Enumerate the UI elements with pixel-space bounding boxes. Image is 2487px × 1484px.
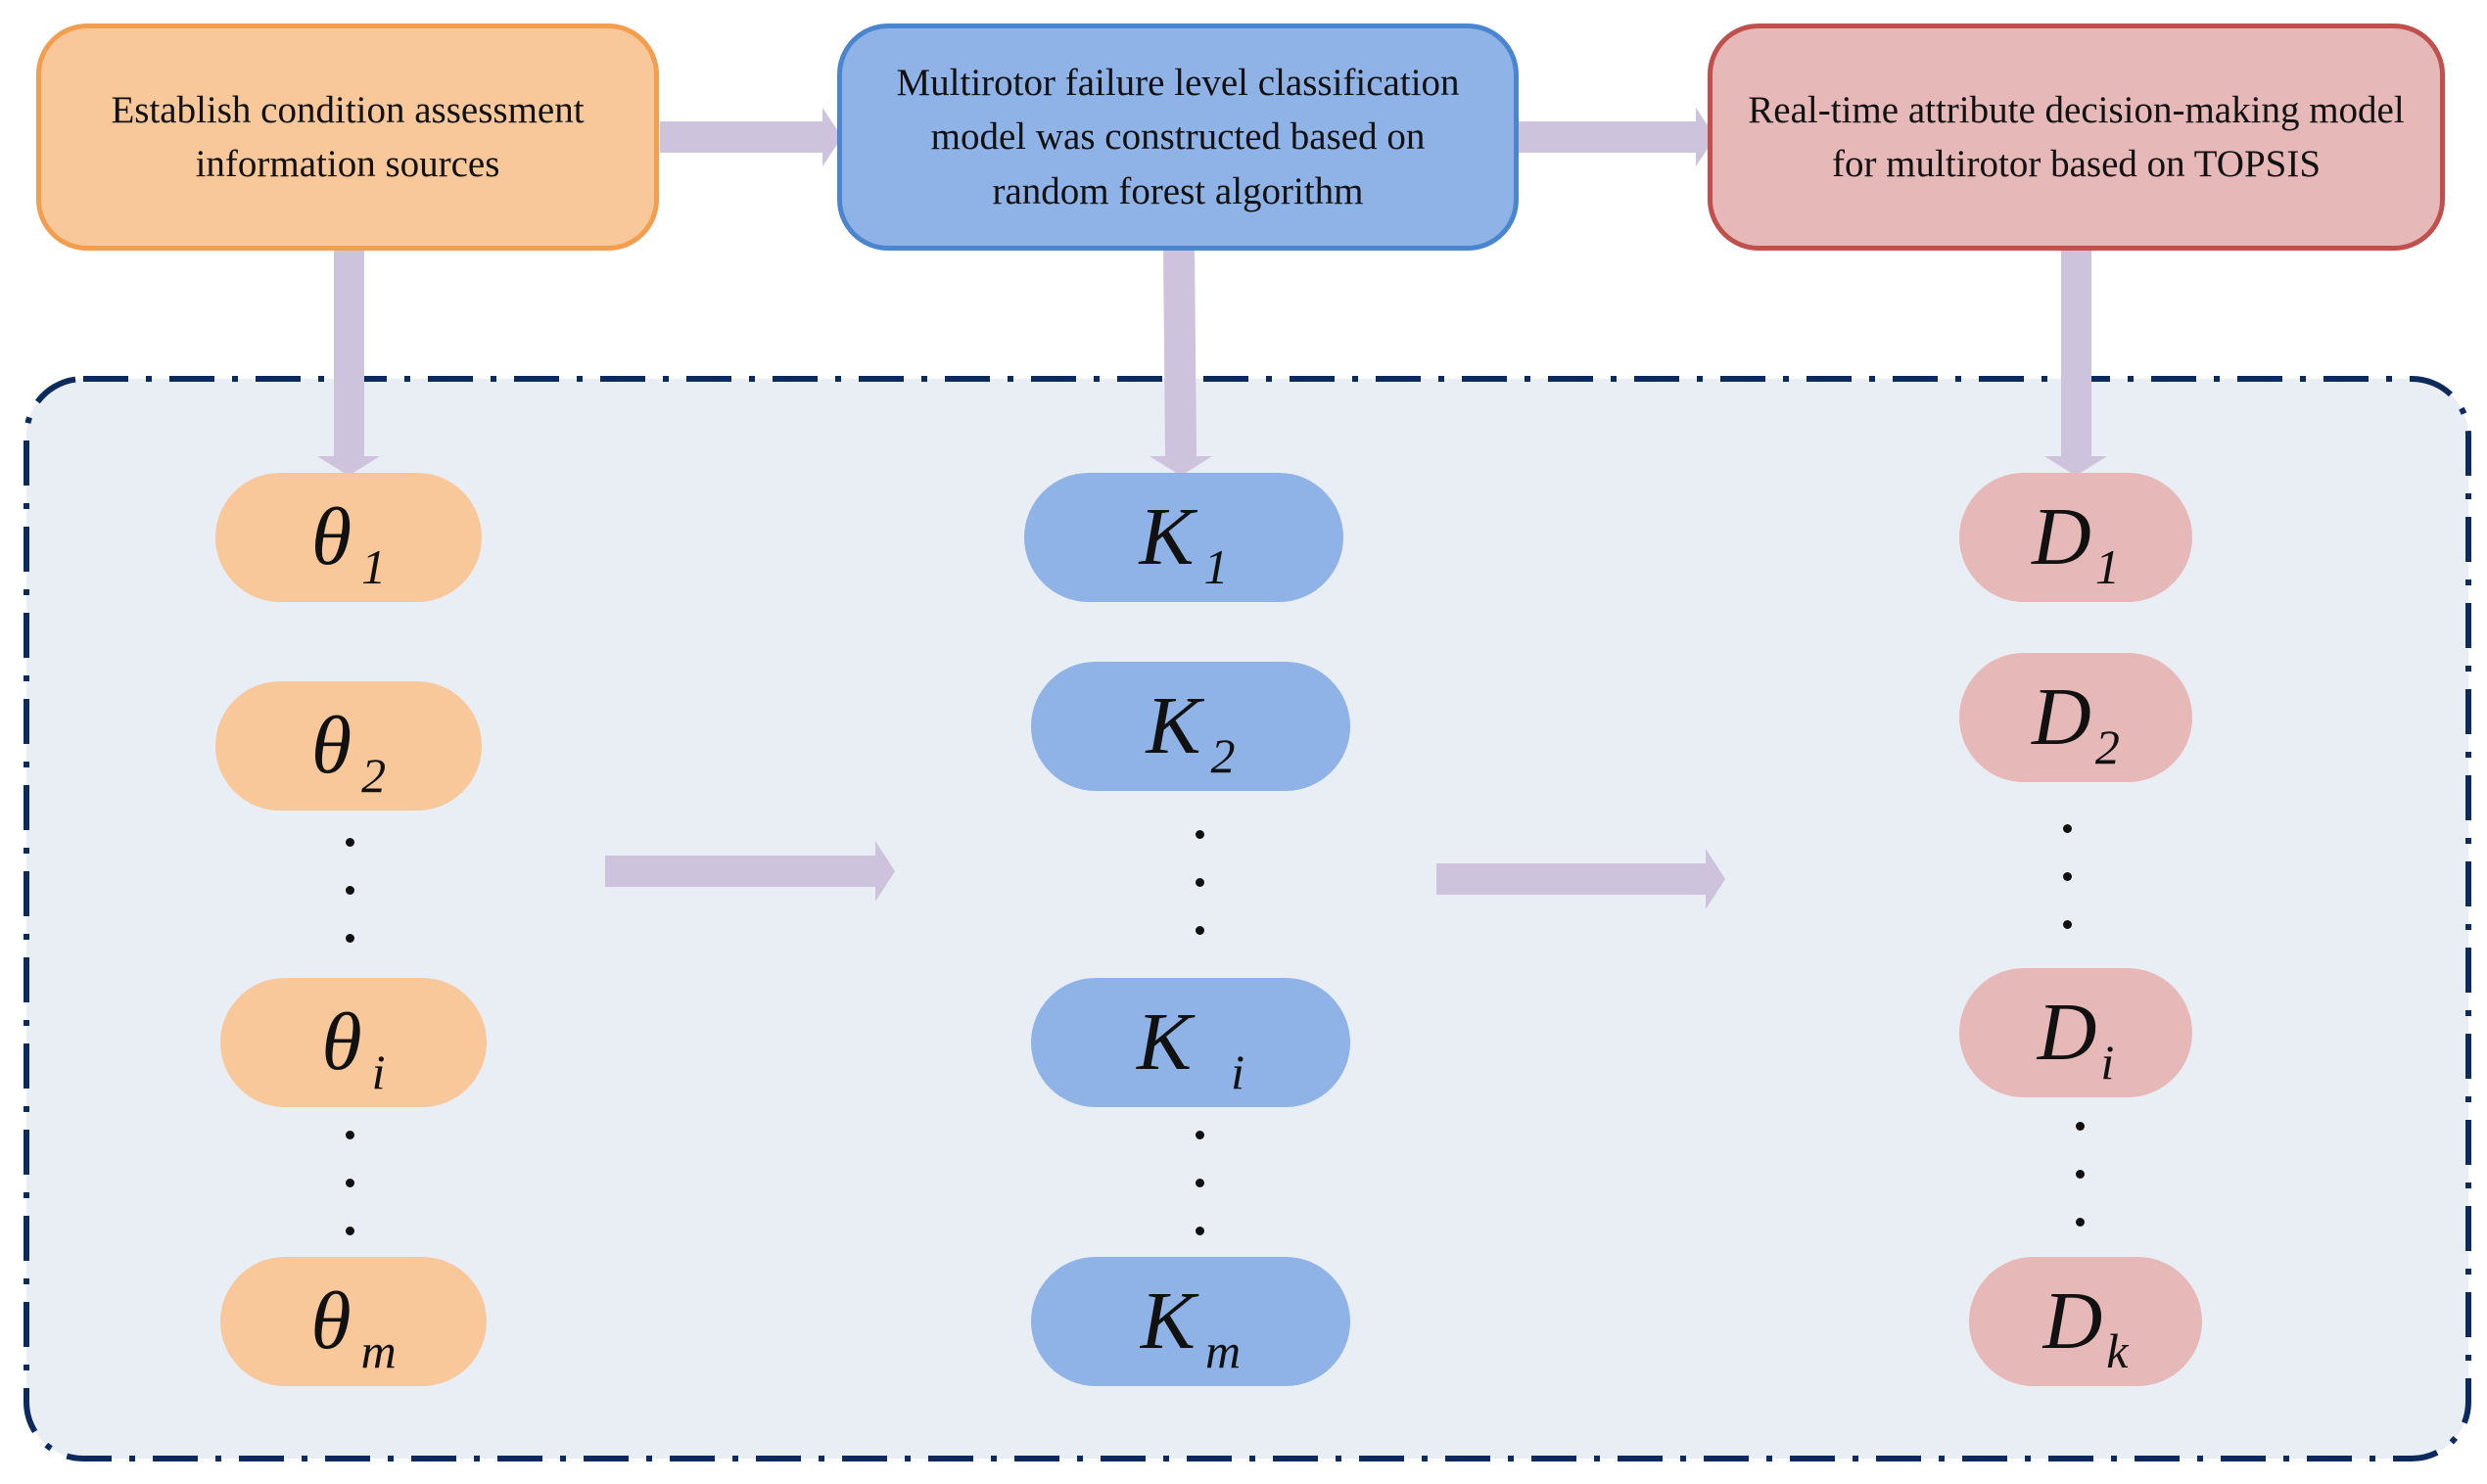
topsis-decision-model-label: Real-time attribute decision-making mode… (1748, 88, 2405, 185)
grouping-panel (23, 376, 2471, 1461)
theta-symbol: θ (310, 491, 352, 582)
d-ellipsis-lower (2076, 1122, 2086, 1266)
d-subscript: 2 (2094, 719, 2120, 774)
d-symbol: D (2037, 987, 2097, 1078)
k-symbol: K (1139, 491, 1195, 582)
theta-subscript: m (360, 1323, 397, 1378)
topsis-decision-model-box: Real-time attribute decision-making mode… (1708, 23, 2445, 251)
k-ellipsis-lower (1196, 1131, 1205, 1275)
d-subscript: 1 (2094, 539, 2120, 594)
arrow-establish-down (317, 247, 380, 476)
d-subscript: k (2106, 1323, 2129, 1378)
theta-subscript: 2 (361, 748, 387, 803)
theta-subscript: 1 (361, 539, 387, 594)
theta-symbol: θ (321, 997, 362, 1088)
failure-classification-model-box: Multirotor failure level classification … (837, 23, 1519, 251)
d-symbol: D (2032, 672, 2091, 763)
d-symbol: D (2032, 491, 2091, 582)
k-subscript: i (1231, 1044, 1244, 1099)
k-subscript: 2 (1210, 728, 1236, 783)
arrow-theta-to-k (605, 841, 895, 902)
arrow-classification-to-decision (1518, 108, 1715, 166)
failure-classification-model-label: Multirotor failure level classification … (896, 61, 1460, 212)
k-symbol: K (1146, 680, 1201, 771)
d-symbol: D (2042, 1275, 2103, 1367)
theta-ellipsis-lower (346, 1131, 355, 1275)
theta-ellipsis-upper (346, 838, 355, 982)
d-ellipsis-upper (2063, 824, 2073, 968)
establish-info-sources-label: Establish condition assessment informati… (111, 88, 585, 185)
theta-symbol: θ (310, 700, 352, 791)
arrow-k-to-d (1436, 849, 1725, 909)
establish-info-sources-box: Establish condition assessment informati… (36, 23, 659, 251)
k-subscript: 1 (1203, 539, 1229, 594)
arrow-classification-down (1150, 247, 1212, 476)
theta-subscript: i (371, 1044, 386, 1099)
arrow-decision-down (2044, 247, 2107, 476)
k-symbol: K (1137, 997, 1193, 1088)
d-subscript: i (2100, 1035, 2115, 1090)
arrow-establish-to-classification (660, 108, 842, 166)
k-symbol: K (1140, 1275, 1196, 1367)
k-subscript: m (1204, 1323, 1242, 1378)
theta-symbol: θ (310, 1275, 352, 1367)
k-ellipsis-upper (1196, 830, 1205, 974)
